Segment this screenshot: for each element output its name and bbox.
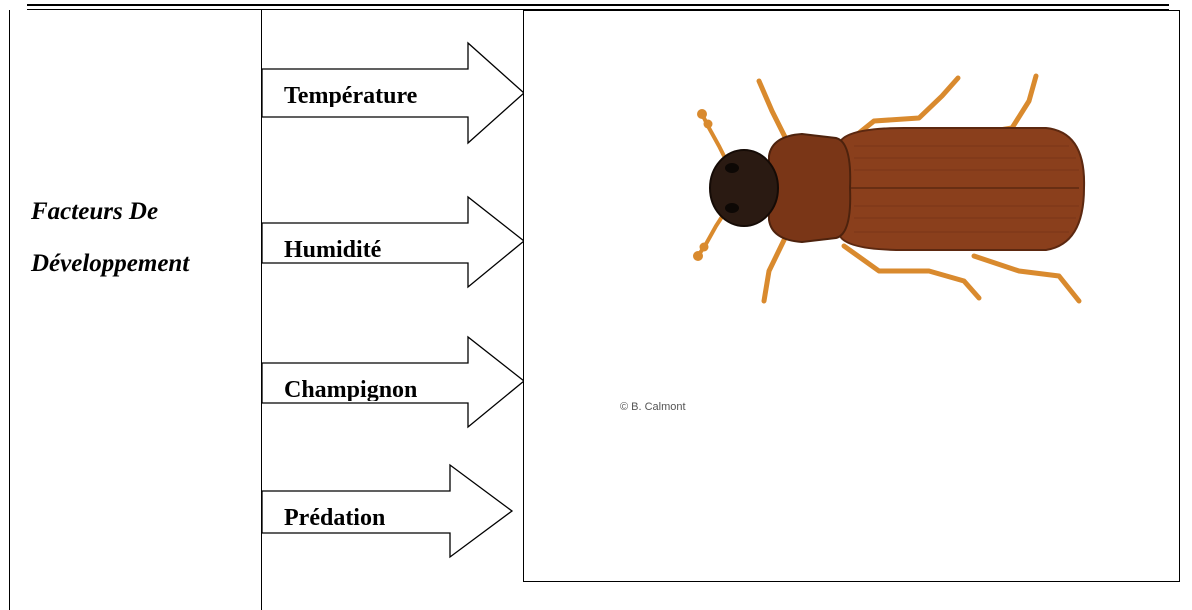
- factor-title-line2: Développement: [31, 238, 261, 290]
- photo-credit: © B. Calmont: [620, 401, 686, 413]
- arrow-champignon: Champignon: [262, 337, 524, 437]
- arrow-temperature: Température: [262, 43, 524, 143]
- factor-label-predation: Prédation: [284, 503, 504, 529]
- factor-title-line1: Facteurs De: [31, 186, 261, 238]
- top-rule: [27, 4, 1169, 6]
- factor-title: Facteurs De Développement: [31, 186, 261, 290]
- beetle-photo-frame: © B. Calmont: [523, 10, 1180, 582]
- factor-label-champignon: Champignon: [284, 375, 504, 401]
- factor-column: [9, 10, 262, 610]
- arrow-predation: Prédation: [262, 465, 524, 565]
- arrow-humidite: Humidité: [262, 197, 524, 297]
- factor-label-temperature: Température: [284, 81, 504, 107]
- beetle-icon: [674, 66, 1104, 346]
- factor-label-humidite: Humidité: [284, 235, 504, 261]
